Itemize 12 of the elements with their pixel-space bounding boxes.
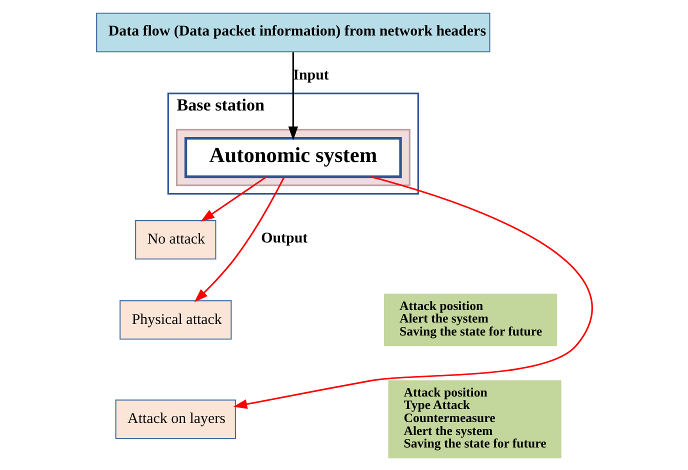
node-box: Autonomic system — [184, 136, 402, 178]
node-box: Attack position Type Attack Countermeasure Alert the system Saving the state for future — [388, 380, 561, 458]
node-box: Attack position Alert the system Saving the state for future — [383, 293, 557, 346]
edge-label: Output — [260, 230, 308, 246]
cluster — [175, 128, 410, 186]
arrow — [200, 176, 266, 222]
node-box: Attack on layers — [114, 399, 236, 439]
arrow — [288, 52, 298, 140]
node-box: No attack — [134, 220, 216, 260]
node-box: Physical attack — [119, 300, 232, 340]
arrow — [194, 176, 284, 302]
node-box: Data flow (Data packet information) from network headers — [96, 12, 490, 52]
